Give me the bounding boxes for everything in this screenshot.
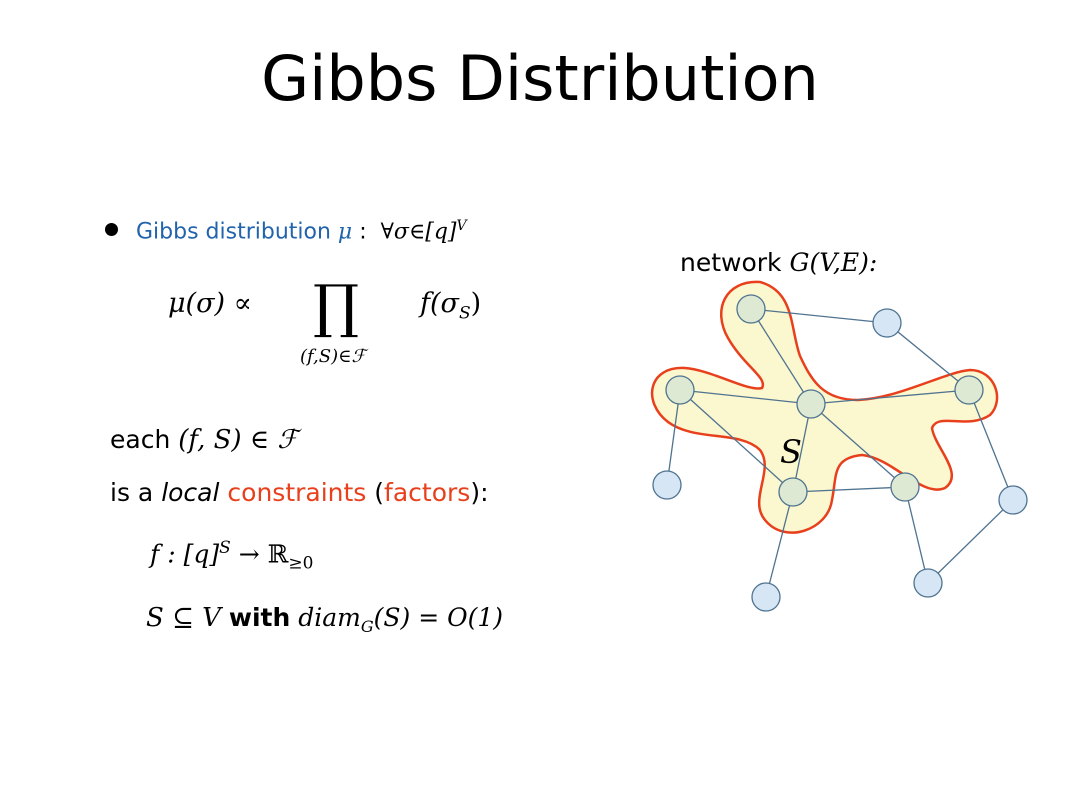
with-word: with [228, 603, 291, 632]
graph-edge [886, 322, 970, 391]
graph-edges [666, 308, 1014, 598]
set-s-label: S [780, 433, 802, 471]
product-subscript: (f,S)∈ℱ [300, 346, 366, 367]
formula-lhs: μ(σ) ∝ [168, 288, 252, 319]
graph-nodes [652, 294, 1028, 612]
graph-edge [792, 403, 812, 493]
graph-edge [679, 389, 794, 493]
outer-node [652, 470, 682, 500]
forall-sup: V [456, 218, 467, 234]
forall-expr: ∀σ∈[q] [380, 219, 457, 245]
inner-node [796, 389, 826, 419]
diam-expr: diamG(S) = O(1) [298, 603, 504, 636]
graph-edge [666, 389, 681, 486]
inner-node [665, 375, 695, 405]
graph-edge [927, 499, 1014, 584]
each-word: each [110, 425, 171, 454]
local-constraints-line: is a local constraints (factors): [110, 478, 489, 507]
close-paren: ): [470, 478, 489, 507]
graph-edge [679, 389, 812, 405]
graph-edge [904, 486, 929, 584]
outer-node [751, 582, 781, 612]
each-expr: (f, S) ∈ ℱ [178, 425, 298, 455]
graph-edge [792, 486, 906, 493]
factors-word: factors [384, 478, 471, 507]
inner-node [778, 477, 808, 507]
open-paren: ( [366, 478, 385, 507]
product-symbol: ∏ [313, 272, 360, 340]
colon: : [359, 219, 367, 245]
outer-node [913, 568, 943, 598]
outer-node [998, 485, 1028, 515]
mu-symbol: μ [337, 219, 353, 245]
graph-edge [968, 389, 1014, 501]
graph-edge [750, 308, 812, 405]
factor-function-def: f : [q]S → ℝ≥0 [150, 538, 314, 574]
graph-edge [810, 389, 970, 405]
outer-node [872, 308, 902, 338]
formula-rhs: f(σS) [420, 288, 482, 324]
inner-node [736, 294, 766, 324]
network-label: network G(V,E): [680, 248, 877, 277]
gibbs-label: Gibbs distribution [136, 219, 331, 245]
inner-node [890, 472, 920, 502]
bullet-gibbs-definition: Gibbs distribution μ : ∀σ∈[q]V [105, 218, 467, 244]
inner-node [954, 375, 984, 405]
subset-expr: S ⊆ V [146, 603, 221, 633]
local-prefix: is a [110, 478, 162, 507]
constraints-word: constraints [227, 478, 367, 507]
network-expr: G(V,E): [789, 248, 878, 277]
each-factor-line: each (f, S) ∈ ℱ [110, 425, 298, 455]
bullet-icon [105, 223, 118, 237]
graph-edge [810, 403, 906, 488]
graph-edge [750, 308, 888, 324]
graph-edge [765, 491, 794, 598]
page-title: Gibbs Distribution [261, 42, 819, 115]
scope-def: S ⊆ V with diamG(S) = O(1) [146, 603, 503, 636]
local-word: local [161, 478, 220, 507]
network-word: network [680, 248, 782, 277]
